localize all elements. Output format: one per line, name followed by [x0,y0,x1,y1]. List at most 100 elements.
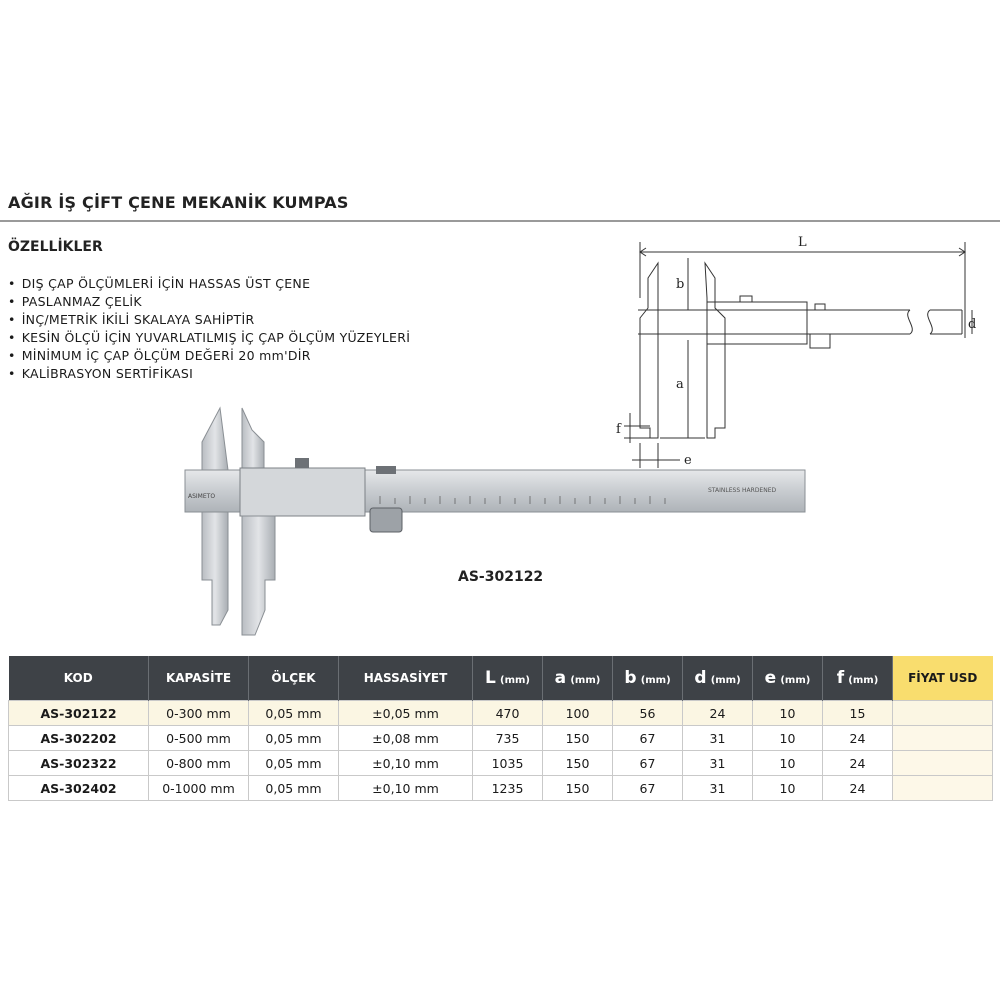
col-header-fiyat: FİYAT USD [892,656,993,701]
col-unit: (mm) [710,675,741,686]
caliper-photo: ASIMETO STAINLESS HARDENED [184,406,806,636]
table-row: AS-302402 0-1000 mm 0,05 mm ±0,10 mm 123… [8,775,993,801]
cell-olcek: 0,05 mm [248,750,339,776]
col-symbol: d [694,668,707,688]
col-unit: (mm) [780,675,811,686]
table-row: AS-302202 0-500 mm 0,05 mm ±0,08 mm 735 … [8,725,993,751]
cell-fiyat [892,775,993,801]
table-row: AS-302322 0-800 mm 0,05 mm ±0,10 mm 1035… [8,750,993,776]
cell-e: 10 [752,750,823,776]
feature-item: PASLANMAZ ÇELİK [8,293,410,311]
cell-hassasiyet: ±0,10 mm [338,750,473,776]
col-header-f: f (mm) [822,656,893,701]
model-caption: AS-302122 [458,569,544,585]
fixed-jaw-outline [639,261,659,439]
col-unit: (mm) [640,675,671,686]
break-line [907,309,913,335]
label-a: a [676,377,684,392]
lower-fixed-jaw [201,511,229,626]
cell-a: 100 [542,700,613,726]
cell-olcek: 0,05 mm [248,725,339,751]
cell-olcek: 0,05 mm [248,700,339,726]
cell-b: 67 [612,725,683,751]
col-header-d: d (mm) [682,656,753,701]
feature-item: KALİBRASYON SERTİFİKASI [8,365,410,383]
title-divider [0,220,1000,222]
lock-screw [295,458,309,468]
col-header-olcek: ÖLÇEK [248,656,339,701]
cell-kod: AS-302122 [8,700,149,726]
col-symbol: L [484,668,496,688]
features-heading: ÖZELLİKLER [8,239,103,255]
table-header-row: KOD KAPASİTE ÖLÇEK HASSASİYET L (mm) a (… [8,656,993,701]
col-header-b: b (mm) [612,656,683,701]
cell-L: 470 [472,700,543,726]
col-unit: (mm) [500,675,530,686]
cell-b: 67 [612,750,683,776]
lock-screw [814,303,826,311]
cell-f: 15 [822,700,893,726]
cell-hassasiyet: ±0,10 mm [338,775,473,801]
cell-b: 67 [612,775,683,801]
col-header-e: e (mm) [752,656,823,701]
label-L: L [798,235,807,250]
caliper-slider [239,467,366,517]
label-b: b [676,277,684,292]
fine-adjust-block [809,333,831,349]
label-e: e [684,453,692,468]
col-header-kod: KOD [8,656,149,701]
feature-item: KESİN ÖLÇÜ İÇİN YUVARLATILMIŞ İÇ ÇAP ÖLÇ… [8,329,410,347]
col-unit: (mm) [570,675,601,686]
cell-d: 31 [682,775,753,801]
break-line [927,309,933,335]
cell-d: 31 [682,725,753,751]
cell-L: 735 [472,725,543,751]
cell-olcek: 0,05 mm [248,775,339,801]
cell-fiyat [892,725,993,751]
cell-kod: AS-302402 [8,775,149,801]
cell-a: 150 [542,750,613,776]
col-header-kapasite: KAPASİTE [148,656,249,701]
cell-e: 10 [752,700,823,726]
cell-a: 150 [542,725,613,751]
cell-L: 1235 [472,775,543,801]
slider-body [706,301,808,345]
cell-L: 1035 [472,750,543,776]
lower-sliding-jaw [241,515,276,636]
upper-fixed-jaw [201,406,229,471]
cell-e: 10 [752,775,823,801]
label-d: d [968,317,976,332]
dimension-drawing: L b a d f e [616,235,976,468]
cell-hassasiyet: ±0,05 mm [338,700,473,726]
cell-kapasite: 0-300 mm [148,700,249,726]
cell-f: 24 [822,750,893,776]
cell-fiyat [892,700,993,726]
col-symbol: b [624,668,637,688]
cell-d: 31 [682,750,753,776]
cell-a: 150 [542,775,613,801]
cell-kod: AS-302202 [8,725,149,751]
table-row: AS-302122 0-300 mm 0,05 mm ±0,05 mm 470 … [8,700,993,726]
cell-f: 24 [822,775,893,801]
feature-item: İNÇ/METRİK İKİLİ SKALAYA SAHİPTİR [8,311,410,329]
col-symbol: e [764,668,777,688]
stamp-text: STAINLESS HARDENED [708,487,777,494]
col-symbol: f [836,668,845,688]
col-header-hassasiyet: HASSASİYET [338,656,473,701]
col-header-a: a (mm) [542,656,613,701]
cell-e: 10 [752,725,823,751]
upper-sliding-jaw [241,407,265,471]
col-header-L: L (mm) [472,656,543,701]
page-title: AĞIR İŞ ÇİFT ÇENE MEKANİK KUMPAS [8,193,349,212]
cell-kapasite: 0-800 mm [148,750,249,776]
cell-kod: AS-302322 [8,750,149,776]
feature-item: DIŞ ÇAP ÖLÇÜMLERİ İÇİN HASSAS ÜST ÇENE [8,275,410,293]
specs-table: KOD KAPASİTE ÖLÇEK HASSASİYET L (mm) a (… [8,656,993,801]
label-f: f [616,422,622,437]
scale-ticks [379,496,666,504]
col-symbol: a [554,668,567,688]
cell-kapasite: 0-1000 mm [148,775,249,801]
cell-d: 24 [682,700,753,726]
brand-logo: ASIMETO [188,493,215,500]
col-unit: (mm) [848,675,879,686]
